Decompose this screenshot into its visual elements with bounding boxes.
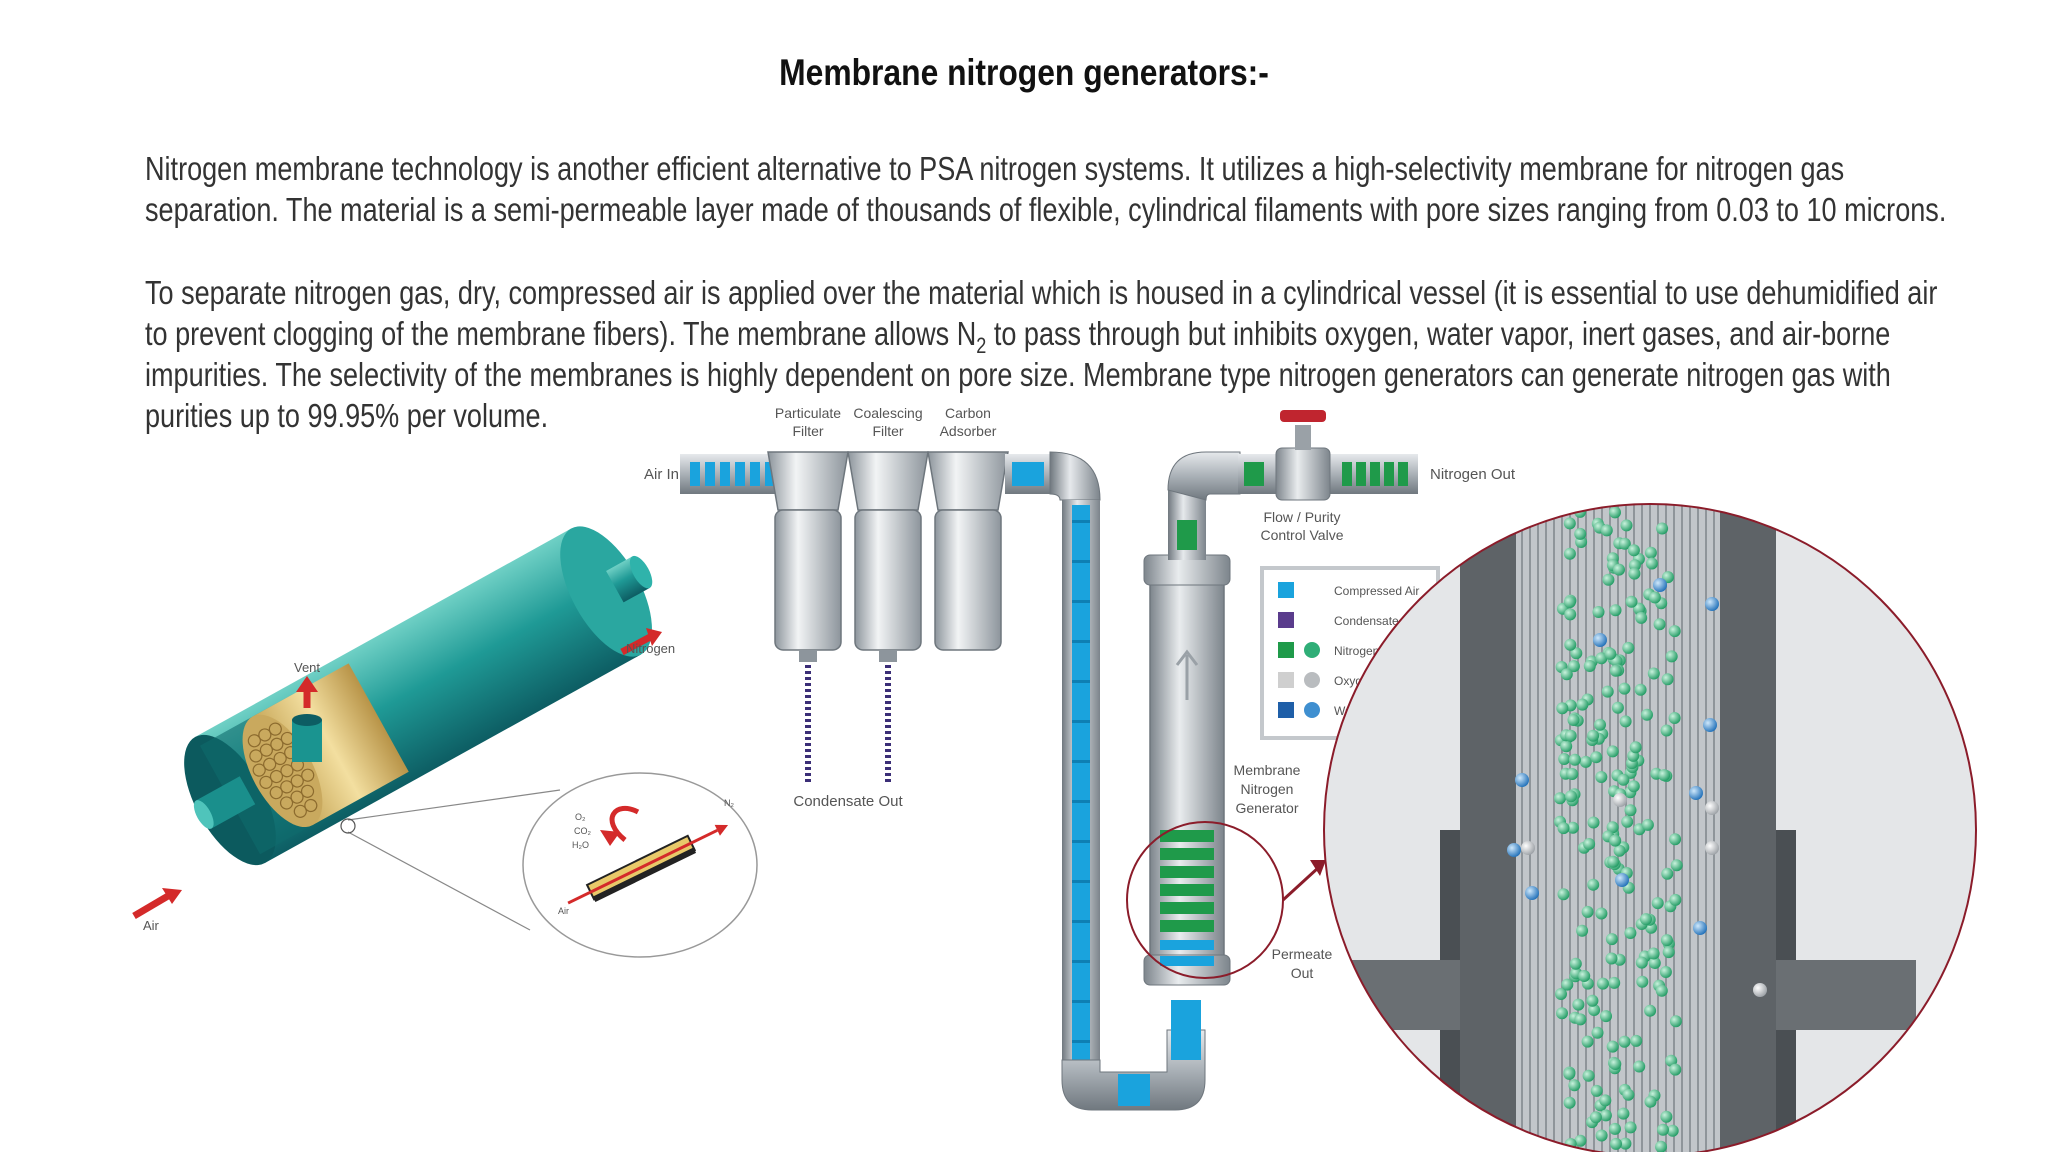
- n2-label: N₂: [724, 798, 734, 808]
- legend-swatch: [1278, 702, 1294, 718]
- nitrogen-outlet-end: [629, 555, 653, 589]
- down-pipe-flow: [1072, 505, 1090, 1060]
- permeate-port-left: [1324, 960, 1460, 1030]
- membrane-label-2: Nitrogen: [1241, 781, 1294, 797]
- permeate-label-1: Permeate: [1272, 946, 1333, 962]
- membrane-label-3: Generator: [1235, 800, 1298, 816]
- gas-molecules: [1507, 504, 1767, 1152]
- module-end-cap: [560, 526, 652, 657]
- intro-paragraph: Nitrogen membrane technology is another …: [145, 148, 2031, 230]
- text-segment: to prevent clogging of the membrane fibe…: [145, 315, 977, 352]
- zoomed-membrane-detail: [1323, 503, 1977, 1152]
- legend-molecule-icon: [1304, 642, 1320, 658]
- fiber-openings: [247, 722, 318, 818]
- co2-label: CO₂: [574, 826, 592, 836]
- flow-up-arrow-icon: [1175, 649, 1199, 700]
- paragraph-line: impurities. The selectivity of the membr…: [145, 356, 1891, 393]
- nitrogen-out-label: Nitrogen Out: [1430, 466, 1516, 483]
- paragraph-line: Nitrogen membrane technology is another …: [145, 150, 1845, 187]
- vent-arrowhead: [296, 676, 318, 692]
- particulate-filter: [767, 451, 849, 785]
- pipe-elbow-right: [1167, 451, 1241, 501]
- permeate-label-2: Out: [1291, 965, 1314, 981]
- flow-purity-label-1: Flow / Purity: [1263, 509, 1340, 525]
- carbon-label-1: Carbon: [945, 405, 991, 421]
- filter-outlet-flow: [1012, 462, 1044, 486]
- down-pipe-ribs: [1072, 520, 1090, 1043]
- coalescing-label-1: Coalescing: [853, 405, 922, 421]
- h2o-label: H₂O: [572, 840, 589, 850]
- air-in-label: Air In: [644, 466, 679, 483]
- system-diagram: Air In Particulate Filter Coalescing Fil…: [644, 405, 1977, 1152]
- nitrogen-arrowhead: [646, 628, 662, 646]
- vessel-wall-left: [1460, 504, 1516, 1152]
- permeate-curl-arrow: [609, 805, 640, 842]
- zoom-arrowhead: [1310, 860, 1326, 876]
- nitrogen-arrow: [620, 632, 654, 656]
- nitrogen-outlet-stub: [606, 556, 650, 603]
- air-inlet-flow: [690, 462, 775, 486]
- coalescing-label-2: Filter: [872, 423, 903, 439]
- condensate-out-label: Condensate Out: [793, 793, 903, 810]
- air-arrow: [132, 892, 170, 920]
- fiber-detail: [567, 824, 729, 905]
- vent-pipe: [292, 720, 322, 762]
- legend-swatch: [1278, 582, 1294, 598]
- callout-lines: [347, 789, 561, 931]
- text-segment: to pass through but inhibits oxygen, wat…: [986, 315, 1891, 352]
- legend-swatch: [1278, 672, 1294, 688]
- legend-molecule-icon: [1304, 672, 1320, 688]
- up-flow: [1171, 1000, 1201, 1060]
- membrane-vessel: [1149, 559, 1225, 981]
- legend-label: Nitrogen: [1334, 644, 1379, 658]
- carbon-label-2: Adsorber: [940, 423, 997, 439]
- zoom-arrow: [1281, 866, 1320, 902]
- paragraph-line: To separate nitrogen gas, dry, compresse…: [145, 274, 1938, 311]
- particulate-label-2: Filter: [792, 423, 823, 439]
- vent-pipe-top: [292, 714, 322, 726]
- coalescing-filter: [847, 451, 929, 785]
- bottom-flow: [1118, 1074, 1150, 1106]
- page-title: Membrane nitrogen generators:-: [779, 52, 1269, 93]
- process-paragraph: To separate nitrogen gas, dry, compresse…: [145, 272, 2031, 436]
- air-label: Air: [143, 918, 160, 933]
- pipe-elbow-top: [1049, 451, 1101, 501]
- o2-label: O₂: [575, 812, 586, 822]
- paragraph-line: to prevent clogging of the membrane fibe…: [145, 313, 2031, 357]
- inset-air-label: Air: [558, 906, 569, 916]
- paragraph-line: purities up to 99.95% per volume.: [145, 397, 549, 434]
- permeate-port-right: [1776, 960, 1916, 1030]
- nitrogen-label: Nitrogen: [626, 641, 675, 656]
- flow-purity-control-valve: [1275, 410, 1331, 501]
- legend-swatch: [1278, 612, 1294, 628]
- callout-origin: [340, 818, 356, 834]
- air-arrowhead: [162, 888, 182, 904]
- paragraph-line: separation. The material is a semi-perme…: [145, 191, 1947, 228]
- legend-molecule-icon: [1304, 702, 1320, 718]
- legend-label: Compressed Air: [1334, 584, 1419, 598]
- fiber-lines: [1521, 504, 1715, 1152]
- legend-swatch: [1278, 642, 1294, 658]
- particulate-label-1: Particulate: [775, 405, 841, 421]
- vessel-air-bands: [1160, 940, 1214, 966]
- permeate-curl-head: [600, 830, 620, 846]
- flow-purity-label-2: Control Valve: [1260, 527, 1343, 543]
- legend-label: Condensate: [1334, 614, 1399, 628]
- membrane-module-diagram: Vent Nitrogen Air O₂ CO₂ H₂O N₂ Air: [132, 526, 758, 958]
- air-inlet-end: [193, 800, 214, 829]
- vessel-wall-right: [1720, 504, 1776, 1152]
- membrane-label-1: Membrane: [1234, 762, 1301, 778]
- vent-label: Vent: [294, 660, 320, 675]
- vessel-outlet-flow: [1177, 520, 1197, 550]
- vessel-membrane-bands: [1160, 830, 1214, 932]
- carbon-adsorber: [927, 451, 1009, 651]
- nitrogen-outlet-flow: [1244, 462, 1408, 486]
- subscript: 2: [976, 333, 987, 358]
